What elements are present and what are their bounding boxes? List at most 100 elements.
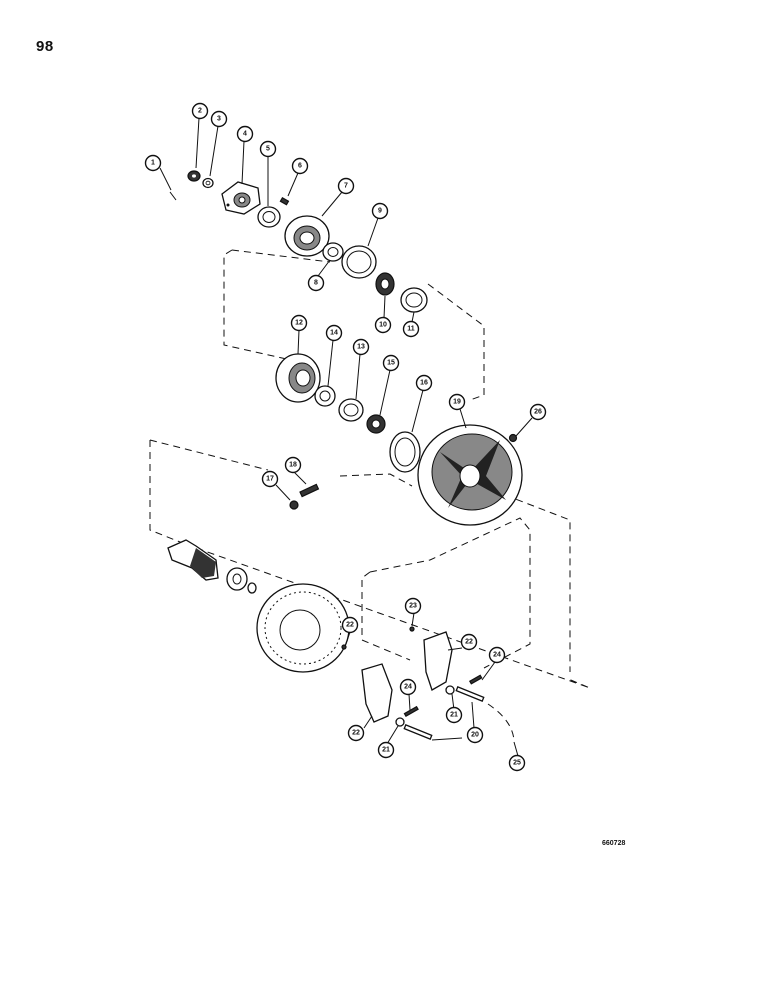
callout-7: 7: [337, 177, 355, 195]
part-washer: [202, 177, 214, 189]
part-stud-24-lower: [403, 705, 419, 718]
callout-16: 16: [415, 374, 433, 392]
callout-13: 13: [352, 338, 370, 356]
svg-text:15: 15: [387, 360, 395, 367]
part-bearing-cone-14: [314, 385, 336, 407]
callout-24-a: 24: [488, 646, 506, 664]
group-outline-top: [223, 249, 485, 401]
leader-lines: [159, 117, 533, 757]
svg-text:16: 16: [420, 380, 428, 387]
svg-text:21: 21: [382, 747, 390, 754]
callout-21-b: 21: [377, 741, 395, 759]
callout-23: 23: [404, 597, 422, 615]
part-bearing-cap-upper: [423, 631, 453, 691]
part-bearing-carrier: [275, 353, 321, 403]
part-bearing-cup-outer: [400, 287, 428, 313]
svg-text:14: 14: [330, 330, 338, 337]
part-snap-ring: [247, 582, 257, 594]
svg-text:22: 22: [346, 622, 354, 629]
callout-26: 26: [529, 403, 547, 421]
svg-text:5: 5: [266, 146, 270, 153]
callout-6: 6: [291, 157, 309, 175]
svg-text:12: 12: [295, 320, 303, 327]
part-bearing-cup-13: [338, 398, 364, 422]
part-pinion-bearing: [226, 567, 248, 591]
callout-8: 8: [307, 274, 325, 292]
svg-text:6: 6: [298, 163, 302, 170]
part-gasket: [341, 245, 377, 279]
part-carrier-housing: [417, 424, 523, 526]
part-plug: [508, 433, 518, 443]
callout-15: 15: [382, 354, 400, 372]
part-pin-23: [409, 626, 415, 632]
group-outline-caps: [361, 517, 531, 669]
svg-text:17: 17: [266, 476, 274, 483]
callout-11: 11: [402, 320, 420, 338]
callout-12: 12: [290, 314, 308, 332]
callout-22-b: 22: [460, 633, 478, 651]
callout-24-b: 24: [399, 678, 417, 696]
callout-20-a: 20: [466, 726, 484, 744]
svg-text:4: 4: [243, 131, 247, 138]
callout-3: 3: [210, 110, 228, 128]
part-bolt-upper: [455, 686, 485, 702]
svg-text:22: 22: [352, 730, 360, 737]
part-bearing-cover: [284, 215, 330, 257]
callout-10: 10: [374, 316, 392, 334]
callout-5: 5: [259, 140, 277, 158]
part-nut: [187, 170, 201, 182]
svg-text:8: 8: [314, 280, 318, 287]
svg-text:2: 2: [198, 108, 202, 115]
callout-19: 19: [448, 393, 466, 411]
svg-text:9: 9: [378, 208, 382, 215]
lock-wire-path: [487, 703, 515, 741]
callout-9: 9: [371, 202, 389, 220]
svg-text:21: 21: [450, 712, 458, 719]
callout-18: 18: [284, 456, 302, 474]
group-outline-pinion: [149, 439, 591, 689]
callout-4: 4: [236, 125, 254, 143]
callout-14: 14: [325, 324, 343, 342]
part-lock-washer-lower: [395, 717, 405, 727]
svg-text:26: 26: [534, 409, 542, 416]
part-yoke: [221, 181, 261, 215]
callout-2: 2: [191, 102, 209, 120]
callout-1: 1: [144, 154, 162, 172]
callout-22-a: 22: [341, 616, 359, 634]
part-drive-pinion: [167, 539, 219, 581]
part-seal: [257, 206, 281, 228]
part-ring-gear: [256, 583, 350, 673]
part-bearing-cup: [322, 242, 344, 262]
svg-text:25: 25: [513, 760, 521, 767]
part-nut-17: [289, 500, 299, 510]
svg-text:22: 22: [465, 639, 473, 646]
svg-text:13: 13: [357, 344, 365, 351]
callout-25: 25: [508, 754, 526, 772]
svg-text:24: 24: [493, 652, 501, 659]
svg-text:19: 19: [453, 399, 461, 406]
part-key: [279, 196, 290, 206]
part-lock-washer-upper: [445, 685, 455, 695]
part-bearing-cone-15: [366, 414, 386, 434]
callout-17: 17: [261, 470, 279, 488]
svg-text:3: 3: [217, 116, 221, 123]
part-gasket-16: [389, 431, 421, 473]
part-bearing-cone: [375, 272, 395, 296]
page-number: 98: [36, 38, 54, 55]
part-pin: [169, 191, 177, 201]
callout-22-c: 22: [347, 724, 365, 742]
part-bolt-lower: [403, 724, 433, 740]
figure-code: 660728: [602, 840, 626, 847]
svg-text:24: 24: [404, 684, 412, 691]
part-stud-24-upper: [468, 674, 483, 685]
svg-text:18: 18: [289, 462, 297, 469]
part-pin-22: [341, 644, 347, 650]
svg-text:23: 23: [409, 603, 417, 610]
svg-text:7: 7: [344, 183, 348, 190]
svg-text:20: 20: [471, 732, 479, 739]
callout-21-a: 21: [445, 706, 463, 724]
svg-text:10: 10: [379, 322, 387, 329]
part-stud: [299, 483, 320, 498]
